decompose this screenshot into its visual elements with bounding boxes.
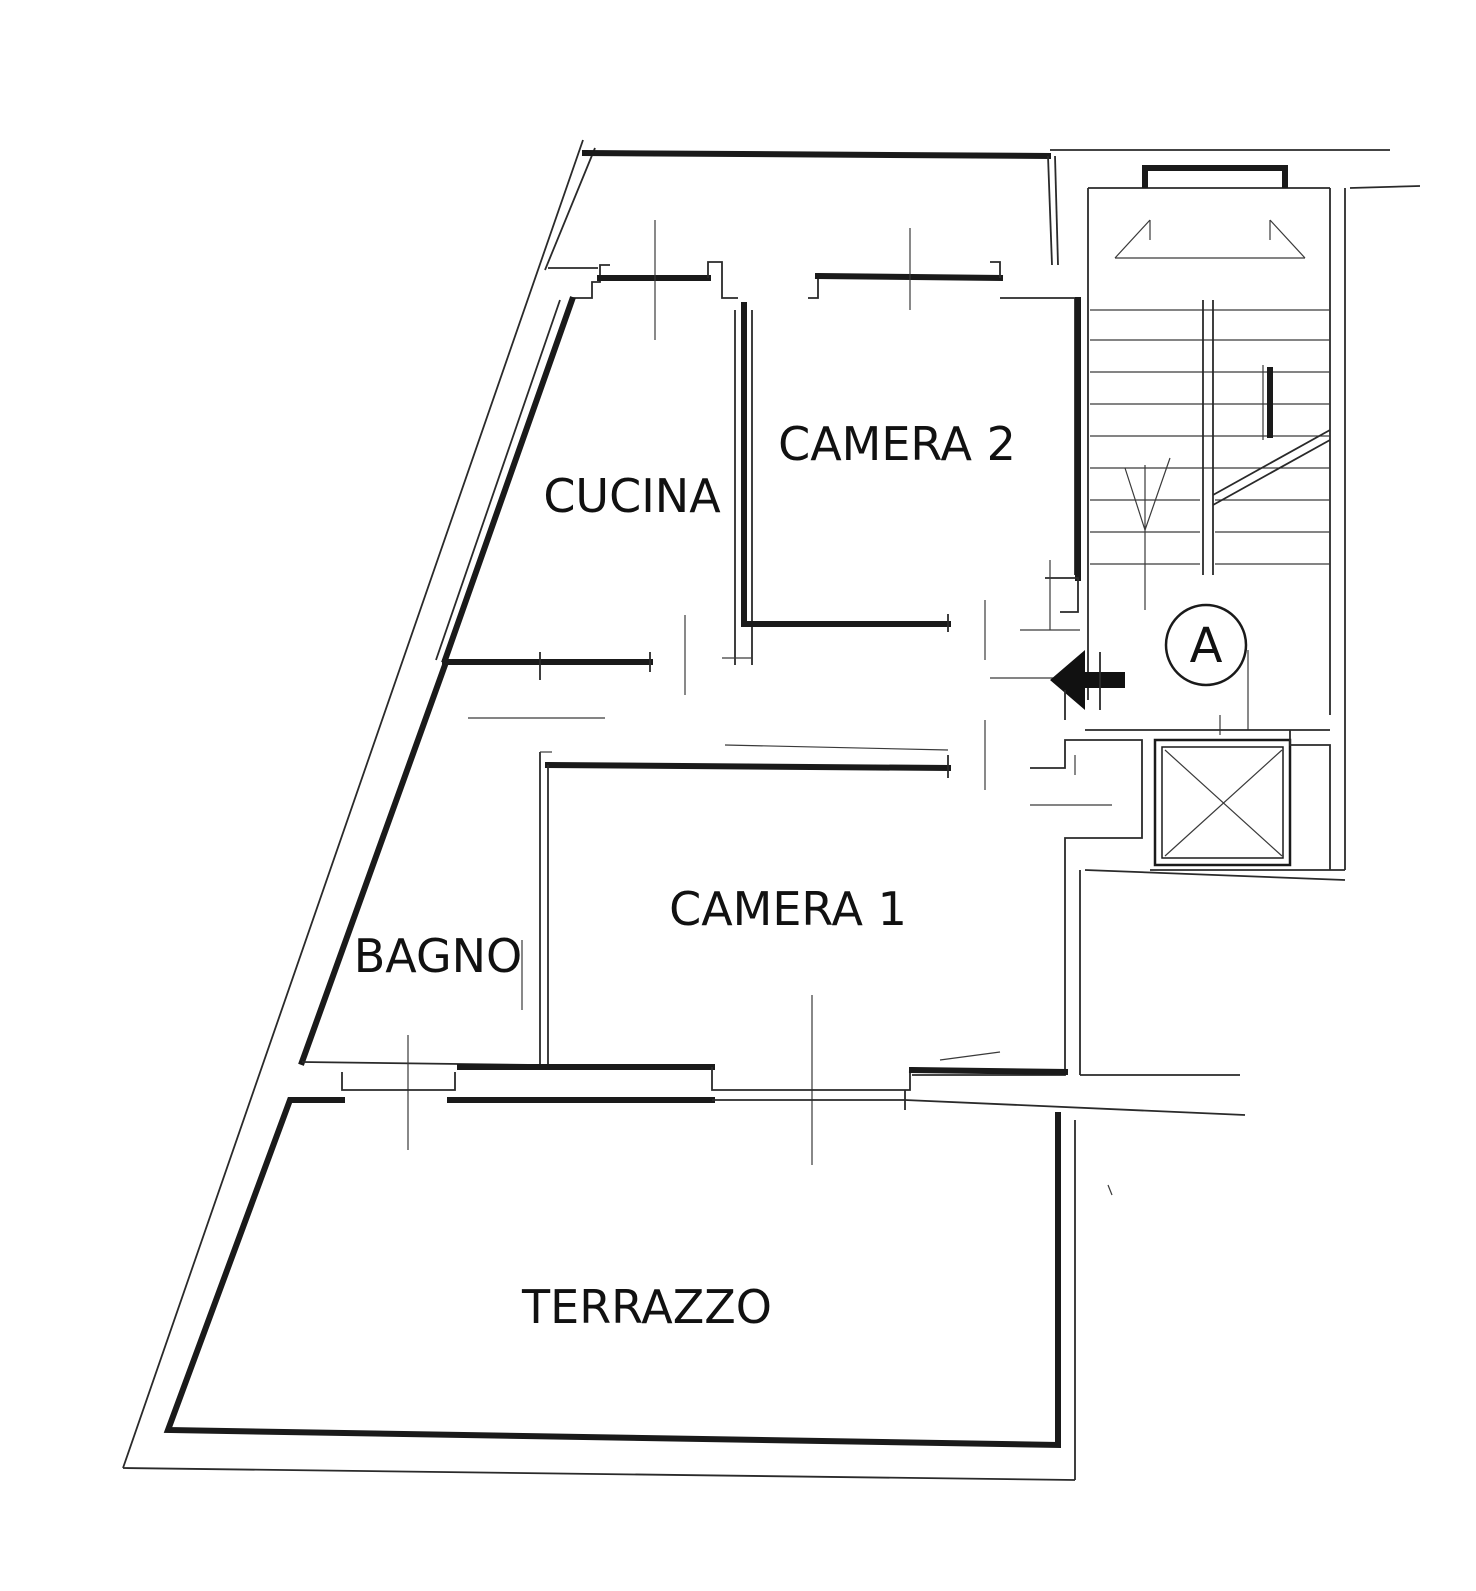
corridor-walls	[442, 600, 1060, 790]
room-label-camera2: CAMERA 2	[778, 417, 1016, 471]
room-label-cucina: CUCINA	[543, 469, 721, 523]
bagno-walls	[298, 661, 539, 1150]
top-balcony	[548, 149, 1059, 269]
stairwell	[1088, 165, 1421, 870]
terrace-outline	[163, 1097, 1113, 1449]
section-marker-label: A	[1190, 618, 1223, 674]
lift-shaft	[1079, 729, 1346, 1076]
kitchen-partition	[722, 302, 951, 665]
south-wall	[341, 1051, 1246, 1116]
entrance-arrow-icon	[1050, 650, 1125, 720]
room-label-camera1: CAMERA 1	[669, 882, 907, 936]
room-label-bagno: BAGNO	[354, 929, 522, 983]
outer-perimeter	[122, 139, 1390, 1481]
camera1-walls	[521, 739, 1143, 1165]
camera2-east-wall	[1020, 188, 1089, 700]
room-label-terrazzo: TERRAZZO	[521, 1280, 772, 1334]
section-marker: A	[1164, 603, 1249, 735]
kitchen-west-wall	[435, 296, 576, 664]
room-labels: CUCINA CAMERA 2 CAMERA 1 BAGNO TERRAZZO	[354, 417, 1016, 1334]
